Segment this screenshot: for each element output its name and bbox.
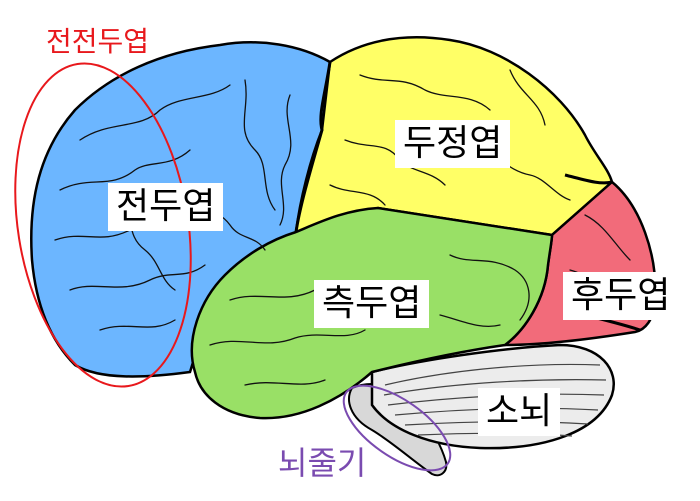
occipital-lobe-label: 후두엽 [563, 272, 678, 320]
brainstem-annotation: 뇌줄기 [278, 447, 366, 479]
frontal-lobe-label: 전두엽 [108, 183, 223, 231]
temporal-lobe-label: 측두엽 [314, 280, 429, 328]
prefrontal-annotation: 전전두엽 [46, 28, 149, 56]
parietal-lobe-label: 두정엽 [395, 120, 510, 168]
cerebellum-label: 소뇌 [478, 388, 560, 436]
